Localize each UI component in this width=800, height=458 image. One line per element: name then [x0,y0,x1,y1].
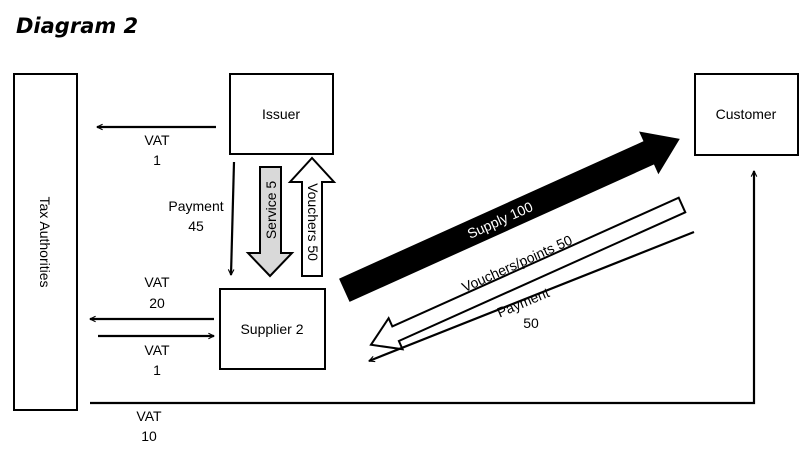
issuer-box [229,73,334,155]
issuer-label: Issuer [262,106,300,122]
tax-authorities-box [13,73,78,411]
tax-authorities-label: Tax Authorities [37,196,53,287]
customer-payment-value: 50 [523,315,539,331]
vat-supplier-in-word: VAT [144,342,170,358]
vat-customer-value: 10 [141,428,157,444]
payment-issuer-arrow [231,161,236,275]
vat-issuer-word: VAT [144,132,170,148]
vouchers-points-block-arrow-group [369,196,687,351]
vat-supplier-out-value: 20 [149,295,165,311]
service-block-arrow [245,166,295,278]
vat-supplier-in-value: 1 [153,362,161,378]
vat-supplier-out-word: VAT [144,274,170,290]
customer-box [694,73,799,156]
vat-customer-word: VAT [136,408,162,424]
vat-issuer-value: 1 [153,152,161,168]
payment-issuer-word: Payment [168,198,223,214]
customer-label: Customer [716,106,777,122]
customer-payment-arrow [369,230,695,361]
service-label: Service 5 [263,181,279,240]
vouchers-block-arrow [287,156,337,277]
vouchers-label: Vouchers 50 [305,183,321,261]
vat-customer-arrow [90,171,754,405]
supply-block-arrow [339,131,680,302]
diagram-title: Diagram 2 [16,14,138,38]
supplier-box [219,288,326,370]
payment-issuer-value: 45 [188,218,204,234]
vouchers-points-block-arrow [369,196,687,351]
supplier-label: Supplier 2 [240,321,303,337]
